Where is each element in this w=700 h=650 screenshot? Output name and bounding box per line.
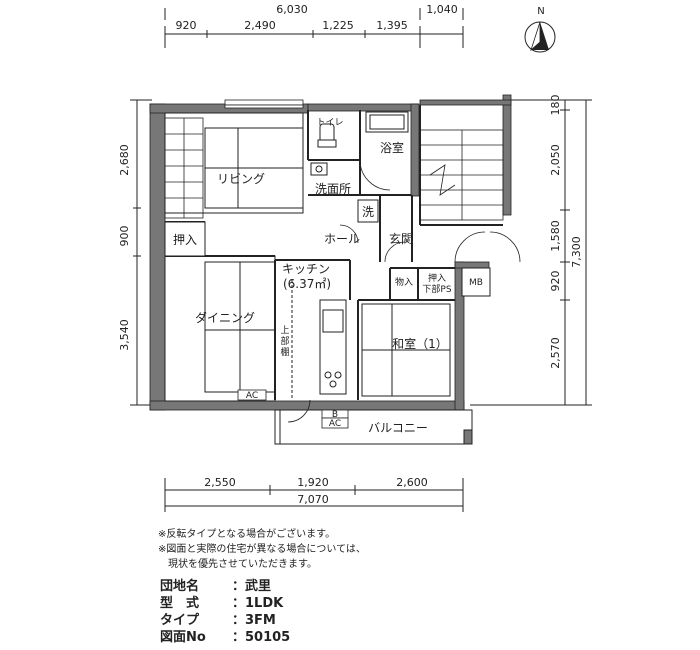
room-living: リビング [217,172,265,186]
room-hall: ホール [324,232,360,246]
info-row: タイプ ：3FM [160,612,290,629]
top-dimensions [164,26,464,48]
left-dimensions [130,99,152,406]
room-washitsu: 和室（1） [392,336,448,351]
north-compass-icon: N [524,6,556,53]
door-swings [287,159,521,423]
room-kitchen: キッチン [282,262,330,276]
room-entrance: 玄関 [389,231,413,246]
notes: ※反転タイプとなる場合がございます。 ※図面と実際の住宅が異なる場合については、… [158,527,366,572]
bottom-dimensions [164,478,464,512]
room-balcony: バルコニー [368,421,428,435]
dim-left-1: 2,680 [118,144,131,176]
room-bath: 浴室 [380,140,404,155]
b-label: B [332,410,338,420]
dim-top-3: 1,225 [322,19,354,32]
room-closet-left: 押入 [173,233,197,247]
note-line: ※反転タイプとなる場合がございます。 [158,529,336,540]
bathtub-icon [365,111,409,133]
upper-cabinet-3: 棚 [280,346,289,358]
dim-top-extra: 1,040 [426,3,458,16]
dim-top-4: 1,395 [376,19,408,32]
room-mb: MB [469,278,483,288]
dim-bottom-1: 2,550 [204,476,236,489]
room-closet-ps-2: 下部PS [422,283,451,295]
info-row: 型 式 ：1LDK [160,595,290,612]
dim-right-3: 1,580 [549,220,562,252]
room-dining: ダイニング [195,310,255,325]
upper-cabinet-1: 上 [280,325,289,336]
info-value: ：武里 [232,579,272,594]
info-label: タイプ [160,613,200,628]
info-value: ：3FM [232,613,276,628]
kitchen-counter [291,280,347,400]
ac-label-balcony: AC [329,419,341,429]
dim-right-total: 7,300 [570,236,583,268]
dim-right-2: 2,050 [549,144,562,176]
info-label: 型 式 [160,596,200,611]
compass-n-label: N [537,6,544,17]
room-outlines [164,112,451,402]
info-row: 団地名 ：武里 [160,578,290,595]
room-washer: 洗 [362,205,374,219]
dim-bottom-2: 1,920 [297,476,329,489]
ac-label-dining: AC [246,391,258,401]
room-washroom: 洗面所 [315,182,351,196]
dim-top-2: 2,490 [244,19,276,32]
stairs-icon [419,129,504,221]
note-line: ※図面と実際の住宅が異なる場合については、 [158,544,366,555]
info-value: ：1LDK [232,596,284,611]
dim-left-3: 3,540 [118,319,131,351]
living-shelf-grid [164,117,204,219]
dim-right-5: 2,570 [549,337,562,369]
dim-bottom-total: 7,070 [297,493,329,506]
upper-cabinet-2: 部 [280,335,289,347]
toilet-icon [317,123,337,148]
room-storage: 物入 [395,276,413,288]
info-label: 図面No [160,630,206,645]
top-windows [224,99,304,109]
note-line: 現状を優先させていただきます。 [158,559,317,570]
info-row: 図面No ：50105 [160,629,290,646]
room-toilet: トイレ [316,118,343,128]
dim-top-1: 920 [176,19,197,32]
dim-top-total: 6,030 [276,3,308,16]
dim-right-4: 920 [549,271,562,292]
info-value: ：50105 [232,630,291,645]
balcony [274,409,473,445]
washbasin-icon [310,162,328,176]
room-closet-ps-1: 押入 [428,272,446,284]
dim-bottom-3: 2,600 [396,476,428,489]
info-label: 団地名 [160,579,200,594]
right-dimensions [470,99,592,406]
dim-right-1: 180 [549,95,562,116]
room-kitchen-area: (6.37㎡) [283,277,331,291]
walls [149,94,512,411]
info-block: 団地名 ：武里 型 式 ：1LDK タイプ ：3FM 図面No ：50105 [160,578,290,646]
dim-left-2: 900 [118,226,131,247]
